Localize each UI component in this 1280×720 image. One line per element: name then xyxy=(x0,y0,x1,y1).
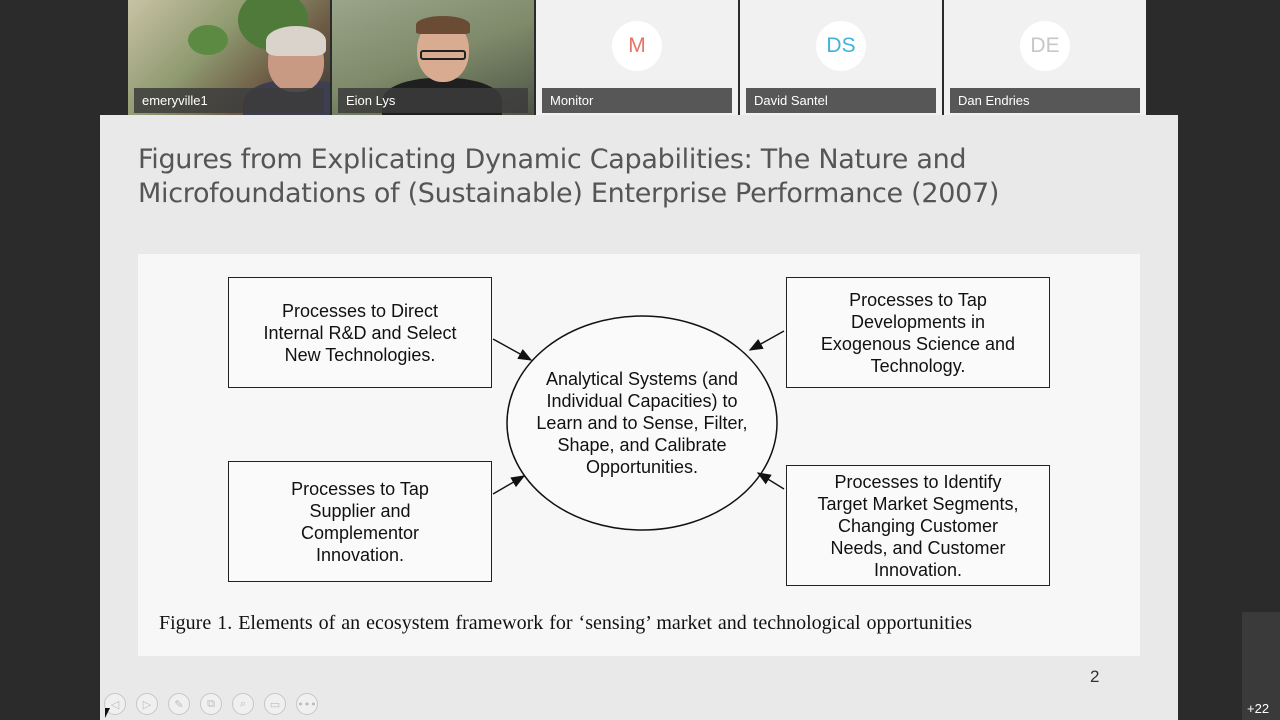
next-icon[interactable]: ▷ xyxy=(136,693,158,715)
arrow-bottom-left xyxy=(492,475,526,495)
mouse-cursor-icon xyxy=(105,708,115,718)
avatar: DS xyxy=(816,21,866,71)
figure-diagram: Processes to Direct Internal R&D and Sel… xyxy=(138,254,1140,656)
pen-icon[interactable]: ✎ xyxy=(168,693,190,715)
participant-tile-video[interactable]: emeryville1 xyxy=(128,0,330,115)
slides-icon[interactable]: ▭ xyxy=(264,693,286,715)
slide-title: Figures from Explicating Dynamic Capabil… xyxy=(138,144,1000,209)
participant-tile-video[interactable]: Eion Lys xyxy=(332,0,534,115)
participant-tile-dan[interactable]: DE Dan Endries xyxy=(944,0,1146,115)
participant-strip: emeryville1 Eion Lys M Monitor DS David … xyxy=(128,0,1149,115)
participant-name: Dan Endries xyxy=(950,88,1140,113)
plant-decor xyxy=(188,25,228,55)
more-participants-count[interactable]: +22 xyxy=(1247,701,1270,716)
arrow-top-right xyxy=(748,330,785,351)
center-ellipse-text: Analytical Systems (and Individual Capac… xyxy=(536,369,748,477)
participant-name: Eion Lys xyxy=(338,88,528,113)
copy-icon[interactable]: ⧉ xyxy=(200,693,222,715)
center-ellipse xyxy=(506,315,778,531)
participant-tile-monitor[interactable]: M Monitor xyxy=(536,0,738,115)
arrow-bottom-right xyxy=(756,472,785,490)
avatar: M xyxy=(612,21,662,71)
participant-name: emeryville1 xyxy=(134,88,324,113)
more-participants-panel[interactable] xyxy=(1242,612,1280,720)
slide-page-number: 2 xyxy=(1090,667,1100,686)
box-target-market: Processes to Identify Target Market Segm… xyxy=(786,465,1050,586)
participant-name: Monitor xyxy=(542,88,732,113)
arrow-top-left xyxy=(492,338,533,361)
box-supplier-innovation: Processes to Tap Supplier and Complement… xyxy=(228,461,492,582)
box-direct-rd: Processes to Direct Internal R&D and Sel… xyxy=(228,277,492,388)
shared-slide: Figures from Explicating Dynamic Capabil… xyxy=(100,115,1178,720)
more-icon[interactable]: ••• xyxy=(296,693,318,715)
slide-toolbar: ◁ ▷ ✎ ⧉ ⌕ ▭ ••• xyxy=(104,693,318,715)
participant-tile-david[interactable]: DS David Santel xyxy=(740,0,942,115)
zoom-icon[interactable]: ⌕ xyxy=(232,693,254,715)
figure-caption: Figure 1. Elements of an ecosystem frame… xyxy=(159,612,973,634)
participant-name: David Santel xyxy=(746,88,936,113)
box-exogenous-science: Processes to Tap Developments in Exogeno… xyxy=(786,277,1050,388)
diagram-connectors xyxy=(492,315,785,531)
avatar: DE xyxy=(1020,21,1070,71)
